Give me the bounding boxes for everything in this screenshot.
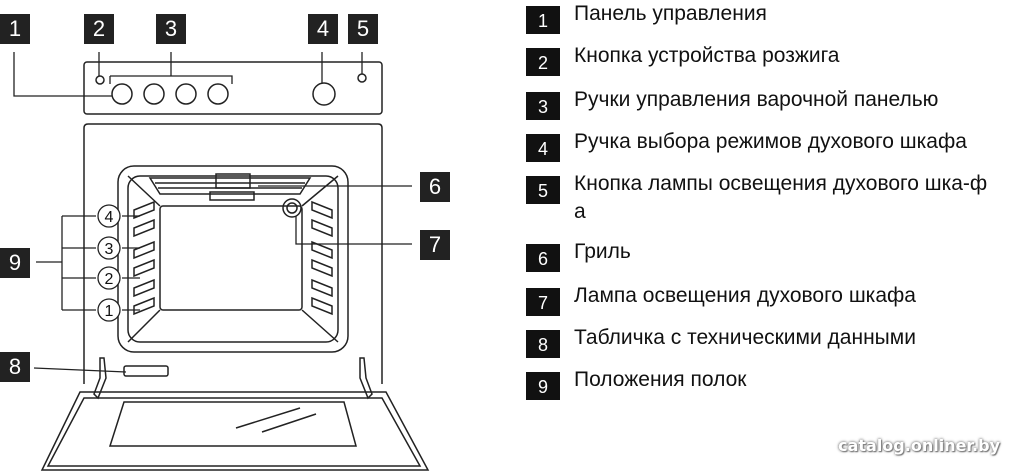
shelf-rails-left xyxy=(133,200,155,316)
shelf-position-3: 3 xyxy=(105,241,114,258)
oven-cavity-outer xyxy=(117,165,349,353)
legend-text-5: Кнопка лампы освещения духового шка-фа xyxy=(574,172,988,223)
hob-knob-1 xyxy=(111,83,133,105)
oven-door xyxy=(40,391,430,471)
oven-lamp xyxy=(282,198,302,218)
ignition-button xyxy=(95,75,105,85)
callout-8: 8 xyxy=(0,352,30,382)
legend-text-8: Табличка с техническими данными xyxy=(574,326,916,349)
callout-4: 4 xyxy=(308,14,338,44)
callout-3: 3 xyxy=(156,14,186,44)
control-panel xyxy=(83,61,383,115)
watermark: catalog.onliner.by xyxy=(838,436,1000,455)
shelf-rails-right xyxy=(311,200,333,316)
door-window xyxy=(108,401,357,447)
callout-2: 2 xyxy=(84,14,114,44)
legend-text-7: Лампа освещения духового шкафа xyxy=(574,284,916,307)
legend-num-7: 7 xyxy=(526,288,560,316)
legend-text-3: Ручки управления варочной панелью xyxy=(574,88,939,111)
hob-knob-4 xyxy=(207,83,229,105)
callout-1: 1 xyxy=(0,14,30,44)
oven-diagram: 4 3 2 1 xyxy=(13,52,430,471)
oven-back-wall xyxy=(159,205,303,311)
shelf-position-2: 2 xyxy=(105,271,114,288)
callout-7: 7 xyxy=(420,230,450,260)
legend-num-9: 9 xyxy=(526,372,560,400)
legend-text-2: Кнопка устройства розжига xyxy=(574,44,840,67)
oven-mode-knob xyxy=(312,82,336,106)
rating-plate xyxy=(123,365,169,377)
legend-text-4: Ручка выбора режимов духового шкафа xyxy=(574,130,967,153)
legend-num-4: 4 xyxy=(526,134,560,162)
legend-num-2: 2 xyxy=(526,48,560,76)
legend-num-3: 3 xyxy=(526,92,560,120)
grill-element xyxy=(148,177,312,195)
shelf-position-4: 4 xyxy=(105,209,114,226)
door-hinge-right xyxy=(359,357,373,400)
hob-knob-3 xyxy=(175,83,197,105)
oven-cavity-inner xyxy=(127,175,339,343)
legend: 1 Панель управления 2 Кнопка устройства … xyxy=(526,0,1020,473)
legend-num-6: 6 xyxy=(526,244,560,272)
legend-num-8: 8 xyxy=(526,330,560,358)
oven-lamp-button xyxy=(357,73,367,83)
callout-9: 9 xyxy=(0,248,30,278)
legend-num-1: 1 xyxy=(526,6,560,34)
callout-6: 6 xyxy=(420,172,450,202)
shelf-position-markers: 4 3 2 1 xyxy=(97,204,121,322)
hob-knob-2 xyxy=(143,83,165,105)
oven-body xyxy=(83,123,383,384)
callout-5: 5 xyxy=(348,14,378,44)
legend-text-1: Панель управления xyxy=(574,2,767,25)
legend-num-5: 5 xyxy=(526,176,560,204)
shelf-position-1: 1 xyxy=(105,303,114,320)
legend-text-6: Гриль xyxy=(574,240,631,263)
legend-text-9: Положения полок xyxy=(574,368,747,391)
